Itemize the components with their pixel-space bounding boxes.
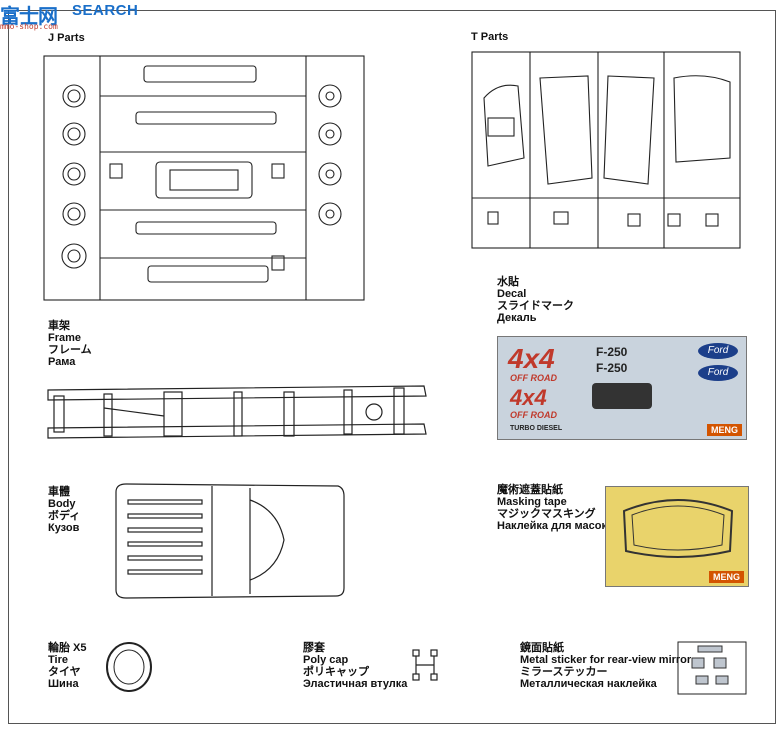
frame-label-jp: フレーム <box>48 344 92 356</box>
masking-label-cn: 魔術遮蓋貼紙 <box>497 484 563 496</box>
polycap-label-jp: ポリキャップ <box>303 666 369 678</box>
body-label: 車體 Body ボディ Кузов <box>48 486 80 534</box>
tire-label-cn: 輪胎 X5 <box>48 642 87 654</box>
mirror-label: 鏡面貼紙 Metal sticker for rear-view mirror … <box>520 642 691 690</box>
frame-label: 車架 Frame フレーム Рама <box>48 320 92 368</box>
watermark-logo-sub: mmo-shop.com <box>0 22 58 31</box>
watermark: 富士网 mmo-shop.com SEARCH <box>0 0 139 32</box>
t-parts-sprue <box>471 51 741 249</box>
decal-label-ru: Декаль <box>497 312 537 324</box>
decal-label-jp: スライドマーク <box>497 300 574 312</box>
masking-meng-logo: MENG <box>709 571 744 583</box>
masking-label-ru: Наклейка для масок <box>497 520 607 532</box>
mirror-sticker-drawing <box>677 641 747 695</box>
decal-f250-2: F-250 <box>596 361 628 375</box>
tire-label: 輪胎 X5 Tire タイヤ Шина <box>48 642 87 690</box>
decal-4x4-top: 4x4 <box>508 343 555 374</box>
decal-4x4-bottom: 4x4 <box>510 385 547 410</box>
t-parts-title: T Parts <box>471 31 509 43</box>
watermark-logo: 富士网 mmo-shop.com <box>0 0 64 31</box>
masking-tape-sheet: MENG <box>605 486 749 587</box>
polycap-label: 膠套 Poly cap ポリキャップ Эластичная втулка <box>303 642 407 690</box>
decal-f250-1: F-250 <box>596 345 628 359</box>
masking-windshield-outline <box>622 499 734 558</box>
frame-label-cn: 車架 <box>48 320 70 332</box>
decal-label-cn: 水貼 <box>497 276 519 288</box>
tire-label-jp: タイヤ <box>48 666 81 678</box>
masking-label-jp: マジックマスキング <box>497 508 596 520</box>
body-label-jp: ボディ <box>48 510 81 522</box>
polycap-drawing <box>412 649 438 681</box>
masking-label-en: Masking tape <box>497 496 567 508</box>
body-label-cn: 車體 <box>48 486 70 498</box>
j-parts-sprue <box>43 55 365 301</box>
frame-label-ru: Рама <box>48 356 76 368</box>
polycap-label-en: Poly cap <box>303 654 349 666</box>
tire-label-en: Tire <box>48 654 68 666</box>
body-label-en: Body <box>48 498 76 510</box>
decal-off-road-top: OFF ROAD <box>510 373 557 383</box>
page-border <box>8 10 776 724</box>
decal-label-en: Decal <box>497 288 527 300</box>
watermark-search-text: SEARCH <box>72 1 139 19</box>
masking-label: 魔術遮蓋貼紙 Masking tape マジックマスキング Наклейка д… <box>497 484 607 532</box>
decal-sheet: 4x4 OFF ROAD 4x4 OFF ROAD F-250 F-250 Fo… <box>497 336 747 440</box>
decal-meng-logo: MENG <box>707 424 742 436</box>
decal-ford-oval-1: Ford <box>698 343 738 359</box>
body-drawing <box>115 483 345 599</box>
mirror-label-jp: ミラーステッカー <box>520 666 608 678</box>
polycap-label-ru: Эластичная втулка <box>303 678 408 690</box>
decal-turbo-diesel: TURBO DIESEL <box>510 425 563 432</box>
decal-gauge-cluster <box>592 383 652 409</box>
mirror-label-ru: Металлическая наклейка <box>520 678 657 690</box>
decal-off-road-bottom: OFF ROAD <box>510 410 557 420</box>
j-parts-title: J Parts <box>48 32 85 44</box>
body-label-ru: Кузов <box>48 522 80 534</box>
frame-drawing <box>47 385 427 439</box>
watermark-logo-text: 富士网 <box>0 4 58 28</box>
tire-label-ru: Шина <box>48 678 79 690</box>
tire-drawing <box>106 642 152 692</box>
mirror-label-cn: 鏡面貼紙 <box>520 642 564 654</box>
decal-ford-oval-2: Ford <box>698 365 738 381</box>
mirror-label-en: Metal sticker for rear-view mirror <box>520 654 692 666</box>
decal-label: 水貼 Decal スライドマーク Декаль <box>497 276 574 324</box>
frame-label-en: Frame <box>48 332 82 344</box>
polycap-label-cn: 膠套 <box>303 642 325 654</box>
